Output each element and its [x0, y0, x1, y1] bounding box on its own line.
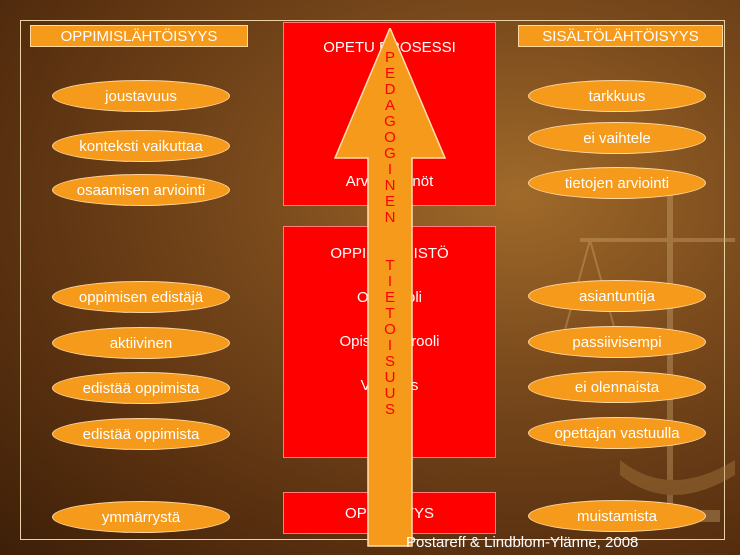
arrow-letter: N — [384, 177, 396, 194]
header-learning-oriented: OPPIMISLÄHTÖISYYS — [30, 25, 248, 47]
scale-decoration-icon — [560, 190, 735, 522]
source-credit: Postareff & Lindblom-Ylänne, 2008 — [406, 534, 639, 551]
left-oval: aktiivinen — [52, 327, 230, 359]
left-oval: ymmärrystä — [52, 501, 230, 533]
left-oval: osaamisen arviointi — [52, 174, 230, 206]
arrow-letter: A — [384, 97, 395, 114]
arrow-letter: T — [385, 257, 395, 274]
arrow-letter: O — [384, 129, 396, 146]
right-oval: ei vaihtele — [528, 122, 706, 154]
right-oval: ei olennaista — [528, 371, 706, 403]
arrow-letter: S — [384, 401, 395, 418]
arrow-letter: U — [384, 369, 396, 386]
arrow-letter: D — [384, 81, 396, 98]
arrow-letter: T — [385, 305, 395, 322]
arrow-letter: I — [387, 337, 393, 354]
pedagogical-knowledge-arrow — [333, 28, 447, 547]
arrow-letter: G — [384, 113, 396, 130]
right-oval: tarkkuus — [528, 80, 706, 112]
left-oval: oppimisen edistäjä — [52, 281, 230, 313]
arrow-letter: E — [384, 193, 395, 210]
arrow-letter: G — [384, 145, 396, 162]
arrow-vertical-text: P E D A G O G I N E N T I E T O I S U U … — [372, 50, 408, 418]
left-oval: edistää oppimista — [52, 418, 230, 450]
left-oval: konteksti vaikuttaa — [52, 130, 230, 162]
arrow-letter: E — [384, 65, 395, 82]
arrow-letter: N — [384, 209, 396, 226]
arrow-letter: I — [387, 273, 393, 290]
left-oval: joustavuus — [52, 80, 230, 112]
right-oval: passiivisempi — [528, 326, 706, 358]
right-oval: opettajan vastuulla — [528, 417, 706, 449]
arrow-letter: U — [384, 385, 396, 402]
right-oval: muistamista — [528, 500, 706, 532]
header-content-oriented: SISÄLTÖLÄHTÖISYYS — [518, 25, 723, 47]
arrow-letter: O — [384, 321, 396, 338]
arrow-letter: P — [384, 49, 395, 66]
arrow-letter: S — [384, 353, 395, 370]
arrow-letter: E — [384, 289, 395, 306]
arrow-letter: I — [387, 161, 393, 178]
right-oval: tietojen arviointi — [528, 167, 706, 199]
right-oval: asiantuntija — [528, 280, 706, 312]
left-oval: edistää oppimista — [52, 372, 230, 404]
